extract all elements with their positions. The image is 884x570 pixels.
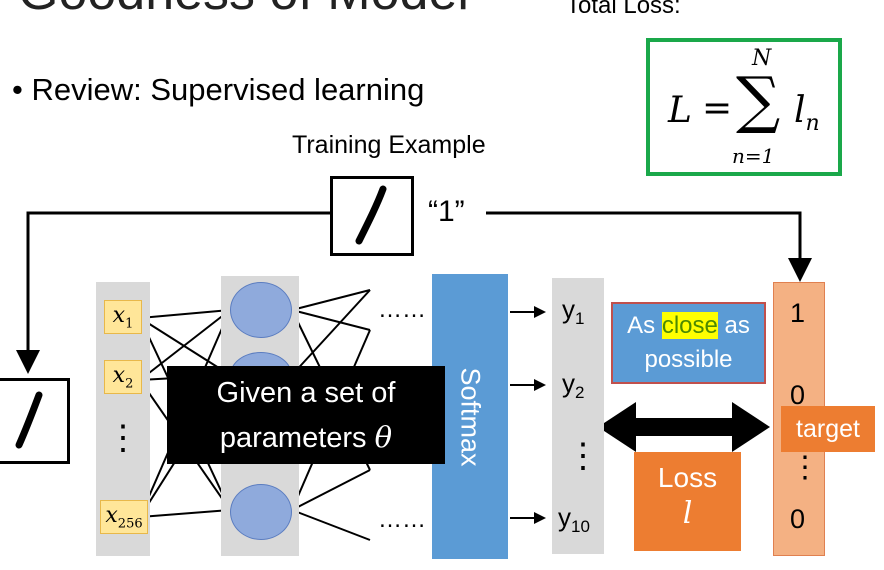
total-loss-label: Total Loss:: [566, 0, 681, 19]
term-subscript: n: [805, 111, 820, 137]
target-value-last: 0: [790, 504, 806, 534]
formula-term: ln: [794, 90, 820, 136]
given-line-1: Given a set of: [216, 377, 396, 409]
target-value-1: 1: [790, 298, 806, 328]
formula-lhs: L: [668, 90, 692, 131]
target-value-2: 0: [790, 380, 806, 410]
theta-symbol: θ: [374, 420, 393, 454]
hidden-neuron: [230, 484, 292, 540]
bullet-mark: •: [12, 72, 23, 107]
hidden-neuron: [230, 282, 292, 338]
formula-equals: =: [702, 88, 733, 129]
output-y2: y2: [562, 368, 585, 403]
training-example-label: Training Example: [292, 131, 486, 159]
output-y1: y1: [562, 294, 585, 329]
close-line-2: possible: [644, 346, 733, 373]
target-label-quote: “1”: [428, 195, 465, 228]
given-parameters-box: Given a set of parameters θ: [167, 366, 445, 464]
loss-symbol: l: [682, 496, 693, 531]
sum-symbol: ∑: [736, 63, 781, 136]
handwritten-one-icon: [15, 391, 43, 449]
given-line-2: parameters θ: [219, 420, 393, 454]
bullet-text: Review: Supervised learning: [31, 72, 425, 107]
bullet-review: • Review: Supervised learning: [12, 72, 424, 108]
hidden-ellipsis-bottom: ……: [378, 506, 426, 533]
target-badge: target: [781, 406, 875, 452]
as-close-as-possible-box: As close as possible: [611, 302, 766, 384]
input-x2: x2: [104, 360, 142, 394]
output-layer-column: [552, 278, 604, 554]
input-ellipsis: ⋮: [106, 419, 140, 457]
total-loss-formula: L = N ∑ n=1 ln: [646, 38, 842, 176]
compare-double-arrow: [598, 402, 770, 452]
softmax-label: Softmax: [455, 366, 486, 467]
sum-lower-bound: n=1: [732, 144, 775, 168]
handwritten-one-icon: [355, 185, 387, 245]
input-x256: x256: [100, 500, 148, 534]
hidden-ellipsis-top: ……: [378, 296, 426, 323]
close-highlight: close: [661, 312, 718, 339]
target-ellipsis: ⋮: [790, 451, 820, 484]
input-x1: x1: [104, 300, 142, 334]
term-letter: l: [794, 90, 806, 131]
output-y10: y10: [558, 502, 590, 537]
sum-upper-bound: N: [752, 46, 772, 71]
input-digit-image: [0, 378, 70, 464]
slide-title: Goodness of Model: [18, 0, 469, 22]
line-to-input-image: [16, 211, 330, 374]
training-digit-image: [330, 176, 414, 256]
line-to-target: [486, 211, 812, 282]
loss-box: Loss l: [634, 452, 741, 551]
close-line-1: As close as: [627, 312, 750, 339]
output-ellipsis: ⋮: [566, 437, 600, 475]
loss-word: Loss: [657, 462, 718, 493]
